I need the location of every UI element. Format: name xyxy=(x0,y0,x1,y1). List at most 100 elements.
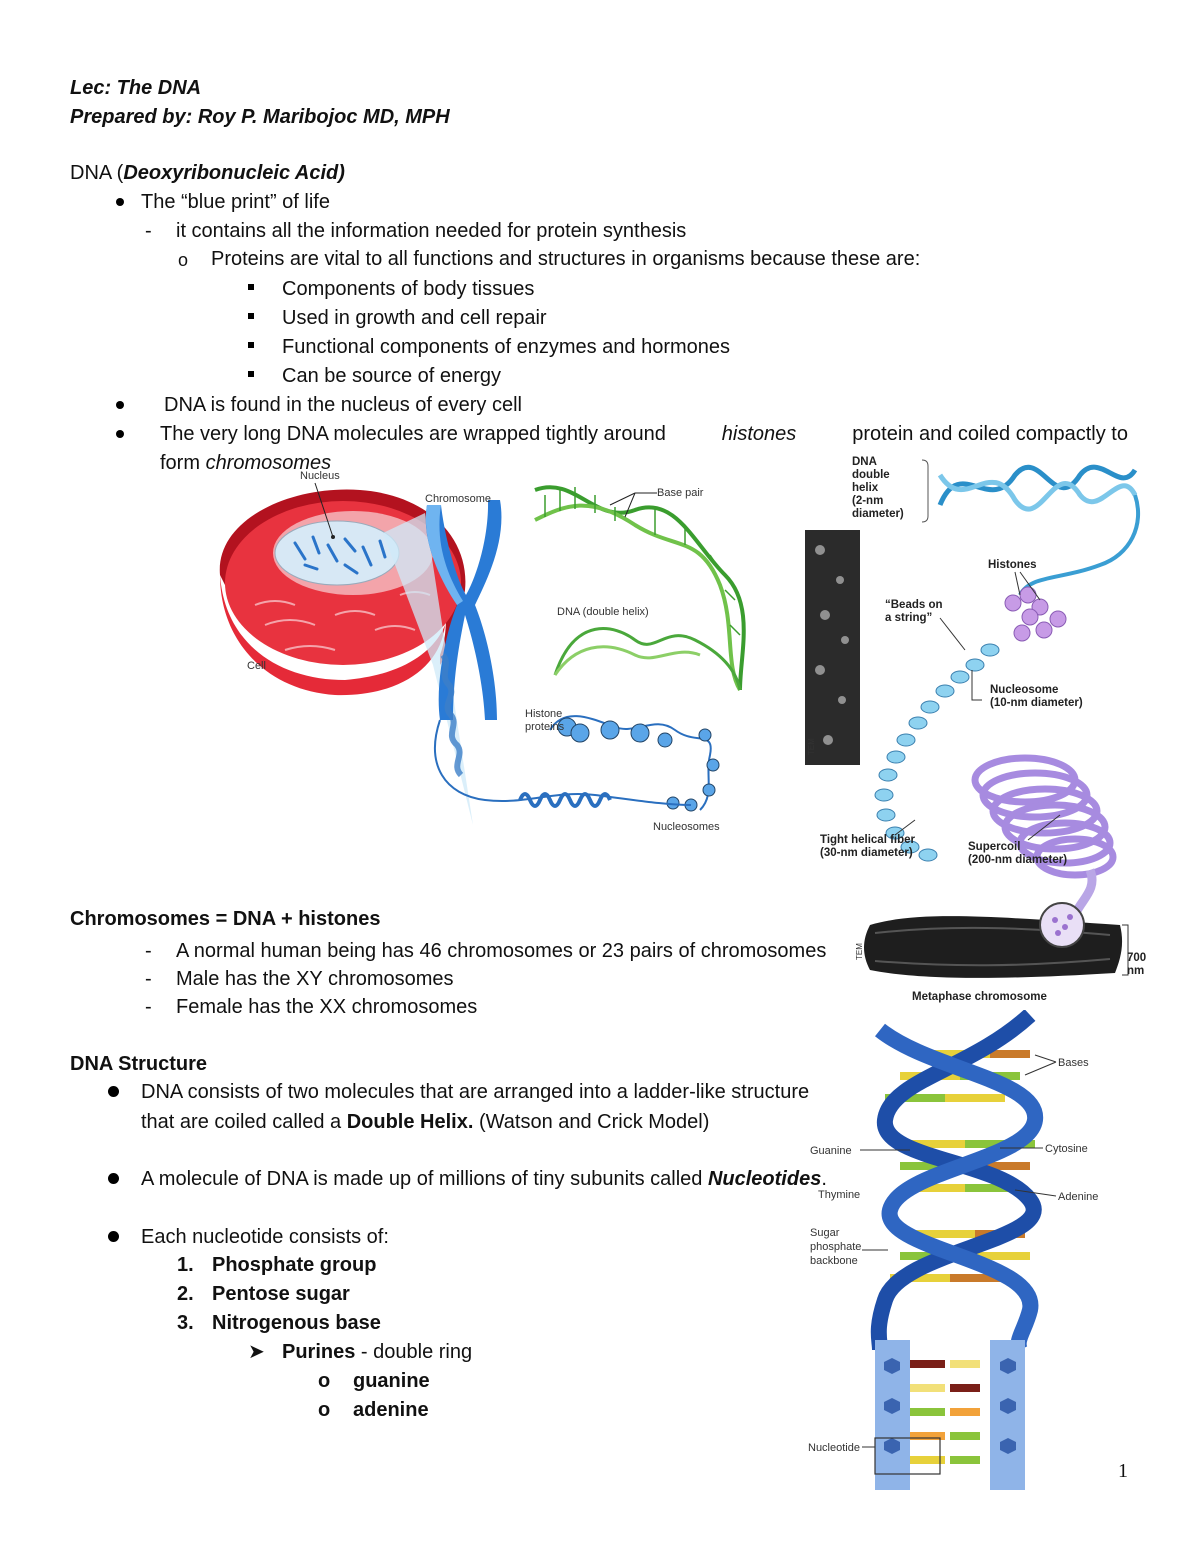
section-dna-structure-heading: DNA Structure xyxy=(70,1053,208,1075)
label-dna-1: DNA xyxy=(852,456,877,468)
chromatin-packing-figure: TEM DNA double helix (2-nm diameter) His… xyxy=(805,456,1146,1003)
square-item: Can be source of energy xyxy=(282,365,502,387)
label-metaphase: Metaphase chromosome xyxy=(912,991,1047,1003)
text-double-helix: Double Helix. xyxy=(346,1111,474,1133)
text-part: protein and coiled compactly to xyxy=(852,423,1128,445)
square-bullet-icon xyxy=(248,284,254,290)
square-item: Functional components of enzymes and hor… xyxy=(282,336,731,358)
bullet-histones: The very long DNA molecules are wrapped … xyxy=(160,421,1128,447)
nucleotide-consists-line: Each nucleotide consists of: xyxy=(141,1226,389,1248)
text-nucleotides: Nucleotides xyxy=(707,1168,822,1190)
label-dna-4: (2-nm xyxy=(852,495,883,507)
label-dna-3: helix xyxy=(852,482,879,494)
label-nucleosome-2: (10-nm diameter) xyxy=(990,697,1083,709)
numbered-item-text: Pentose sugar xyxy=(212,1283,350,1305)
purines-line: Purines - double ring xyxy=(282,1339,472,1365)
text-purines: Purines xyxy=(282,1341,356,1363)
text-part: A molecule of DNA is made up of millions… xyxy=(141,1168,703,1190)
square-bullet-icon xyxy=(248,342,254,348)
circle-bullet-icon: o xyxy=(318,1399,331,1421)
label-nucleus: Nucleus xyxy=(300,470,340,482)
label-supercoil-1: Supercoil xyxy=(968,841,1020,853)
numbered-item-num: 2. xyxy=(177,1283,194,1305)
circle-bullet-icon: o xyxy=(318,1370,331,1392)
label-scale-2: nm xyxy=(1127,965,1144,977)
square-item: Used in growth and cell repair xyxy=(282,307,547,329)
double-helix-figure: Bases Guanine Cytosine Thymine Adenine S… xyxy=(808,1010,1098,1490)
histones-illustration xyxy=(1004,586,1067,642)
text-part: that are coiled called a xyxy=(141,1111,342,1133)
label-sugar-2: phosphate xyxy=(810,1241,861,1253)
text-part: . xyxy=(821,1168,827,1190)
label-dna-5: diameter) xyxy=(852,508,904,520)
label-tight-1: Tight helical fiber xyxy=(820,834,916,846)
dna-helix-illustration xyxy=(534,485,746,692)
label-tight-2: (30-nm diameter) xyxy=(820,847,913,859)
section-dna-heading: DNA (Deoxyribonucleic Acid) xyxy=(70,160,345,186)
tem-photo xyxy=(805,530,860,765)
label-adenine: Adenine xyxy=(1058,1191,1098,1203)
sub-item-adenine: adenine xyxy=(353,1399,429,1421)
supercoil-illustration xyxy=(971,754,1117,879)
label-chromosome: Chromosome xyxy=(425,493,491,505)
square-bullet-icon xyxy=(248,313,254,319)
bullet-histones-cont: form chromosomes xyxy=(160,450,331,476)
label-nucleosome-1: Nucleosome xyxy=(990,684,1058,696)
author-line: Prepared by: Roy P. Maribojoc MD, MPH xyxy=(70,106,450,128)
label-tem-bottom: TEM xyxy=(855,943,864,960)
lecture-title: Lec: The DNA xyxy=(70,77,202,99)
label-histones: Histones xyxy=(988,559,1037,571)
dash-46-chromosomes: A normal human being has 46 chromosomes … xyxy=(176,940,827,962)
cell-chromosome-figure: Nucleus Cell Chromosome Base pair DNA (d… xyxy=(219,470,746,833)
label-dna-double-helix: DNA (double helix) xyxy=(557,606,649,618)
square-item: Components of body tissues xyxy=(282,278,535,300)
numbered-item-text: Nitrogenous base xyxy=(212,1312,381,1334)
dna-ladder-line2: that are coiled called a Double Helix. (… xyxy=(141,1109,709,1135)
label-supercoil-2: (200-nm diameter) xyxy=(968,854,1067,866)
numbered-item-num: 1. xyxy=(177,1254,194,1276)
text-part: - double ring xyxy=(355,1341,473,1363)
circle-bullet-icon: o xyxy=(178,250,189,270)
bullet-icon xyxy=(116,430,124,438)
nucleosome-string xyxy=(434,715,720,812)
bullet-icon xyxy=(116,401,124,409)
bullet-icon xyxy=(108,1173,119,1184)
label-base-pair: Base pair xyxy=(657,487,704,499)
label-dna-2: double xyxy=(852,469,890,481)
label-tem-top: TEM xyxy=(807,738,816,755)
text-histones: histones xyxy=(721,423,797,445)
section-chromosomes-heading: Chromosomes = DNA + histones xyxy=(70,908,381,930)
label-histone-proteins-2: proteins xyxy=(525,721,565,733)
dash-info: it contains all the information needed f… xyxy=(176,220,687,242)
numbered-item-text: Phosphate group xyxy=(212,1254,377,1276)
backbone-strand xyxy=(875,1023,1043,1354)
bullet-blueprint: The “blue print” of life xyxy=(141,191,330,213)
nucleosome-fiber xyxy=(874,643,1000,862)
label-beads-1: “Beads on xyxy=(885,599,943,611)
label-histone-proteins-1: Histone xyxy=(525,708,562,720)
arrow-bullet-icon: ➤ xyxy=(248,1341,265,1363)
bullet-icon xyxy=(116,198,124,206)
text-chromosomes: chromosomes xyxy=(205,452,332,474)
nucleotides-line: A molecule of DNA is made up of millions… xyxy=(141,1166,827,1192)
dash-icon: - xyxy=(145,996,152,1018)
backbone-strand xyxy=(870,1010,1042,1351)
label-cell: Cell xyxy=(247,660,266,672)
bullet-icon xyxy=(108,1086,119,1097)
bullet-icon xyxy=(108,1231,119,1242)
label-sugar-1: Sugar xyxy=(810,1227,840,1239)
numbered-item-num: 3. xyxy=(177,1312,194,1334)
metaphase-chromosome xyxy=(864,902,1123,978)
label-guanine: Guanine xyxy=(810,1145,852,1157)
bullet-nucleus: DNA is found in the nucleus of every cel… xyxy=(164,394,522,416)
dna-ladder-line1: DNA consists of two molecules that are a… xyxy=(141,1081,810,1103)
text-part: (Watson and Crick Model) xyxy=(478,1111,710,1133)
square-bullet-icon xyxy=(248,371,254,377)
dash-male: Male has the XY chromosomes xyxy=(176,968,454,990)
heading-plain: DNA ( xyxy=(70,162,124,184)
text-part: The very long DNA molecules are wrapped … xyxy=(160,423,666,445)
chromosome-illustration xyxy=(425,500,502,778)
dna-double-helix-top xyxy=(937,464,1141,597)
dash-icon: - xyxy=(145,940,152,962)
heading-italic: Deoxyribonucleic Acid) xyxy=(123,162,345,184)
